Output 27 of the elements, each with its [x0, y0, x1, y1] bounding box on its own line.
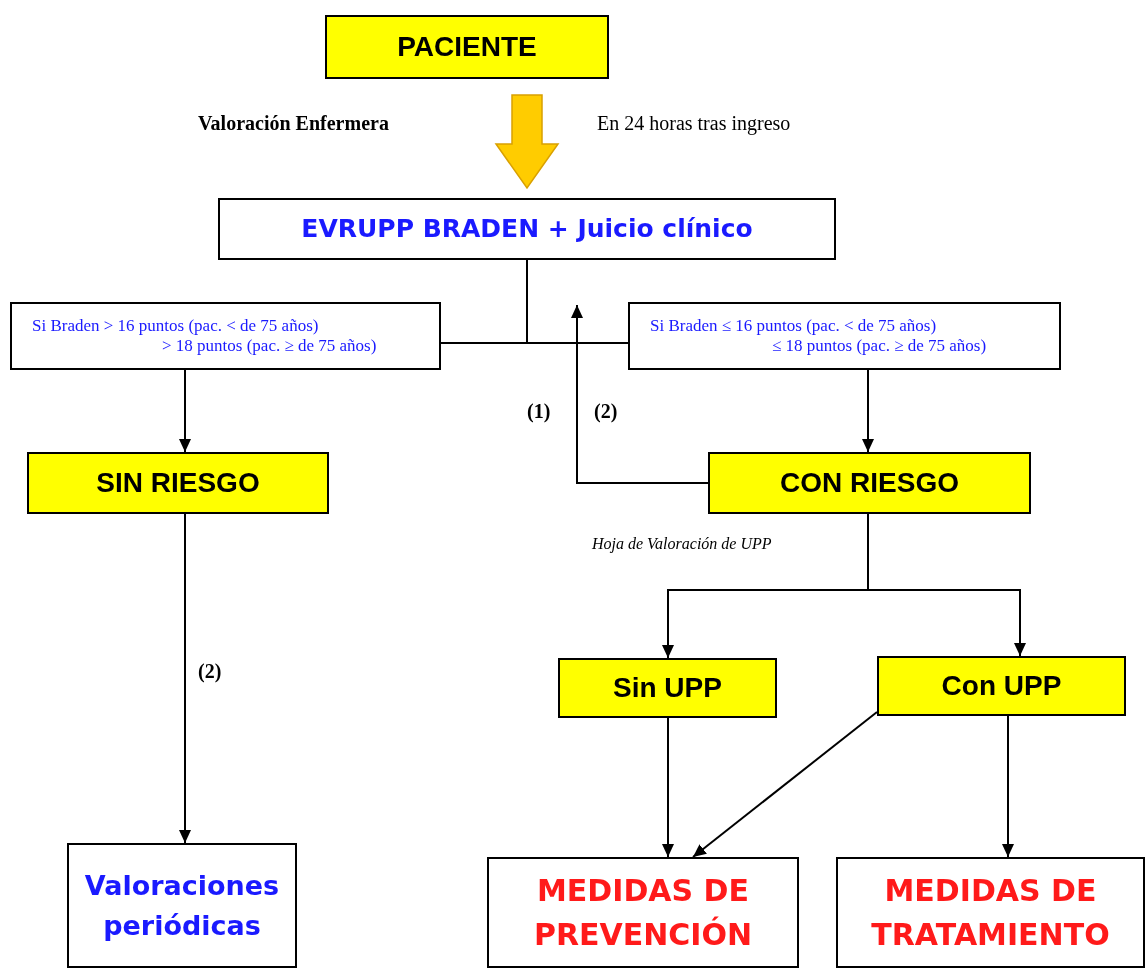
step-label: Valoración Enfermera — [198, 112, 389, 135]
arrow — [179, 369, 191, 453]
arrow — [1002, 715, 1014, 858]
note: Hoja de Valoración de UPP — [592, 535, 772, 553]
arrow — [662, 717, 674, 858]
connector-line — [526, 259, 629, 344]
process-box: EVRUPP BRADEN + Juicio clínico — [218, 198, 836, 260]
outcome-box: MEDIDAS DE TRATAMIENTO — [836, 857, 1145, 968]
note: En 24 horas tras ingreso — [597, 112, 791, 135]
arrow — [862, 369, 874, 453]
outcome-box: Valoraciones periódicas — [67, 843, 297, 968]
reference-label: (2) — [594, 400, 618, 423]
block-arrow — [494, 94, 560, 190]
arrow — [692, 711, 878, 858]
result-box: CON RIESGO — [708, 452, 1031, 514]
result-box: SIN RIESGO — [27, 452, 329, 514]
reference-label: (1) — [527, 400, 551, 423]
arrow — [571, 304, 709, 484]
condition-box: Si Braden > 16 puntos (pac. < de 75 años) > 18 puntos (pac. ≥ de 75 años) — [10, 302, 441, 370]
edge-label: (2) — [198, 660, 222, 683]
result-box: Con UPP — [877, 656, 1126, 716]
result-box: Sin UPP — [558, 658, 777, 718]
title-box: PACIENTE — [325, 15, 609, 79]
outcome-box: MEDIDAS DE PREVENCIÓN — [487, 857, 799, 968]
arrow — [179, 513, 191, 844]
condition-box: Si Braden ≤ 16 puntos (pac. < de 75 años) ≤ 18 puntos (pac. ≥ de 75 años) — [628, 302, 1061, 370]
arrow — [867, 513, 1026, 657]
